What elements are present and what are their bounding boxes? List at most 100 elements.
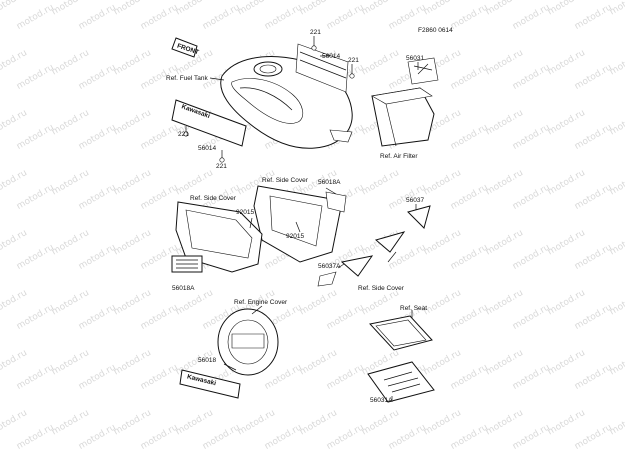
label-56018: 56018	[198, 357, 216, 364]
watermark-text: motod.ru	[511, 63, 552, 92]
watermark-text: motod.ru	[573, 243, 614, 272]
watermark-text: motod.ru	[573, 63, 614, 92]
watermark-text: motod.ru	[15, 243, 56, 272]
watermark-text: motod.ru	[263, 423, 304, 452]
watermark-text: motod.ru	[546, 408, 587, 437]
label-engine-cover: Ref. Engine Cover	[234, 299, 288, 306]
watermark-text: motod.ru	[174, 288, 215, 317]
label-side-cover-right: Ref. Side Cover	[262, 177, 309, 184]
watermark-text: motod.ru	[484, 288, 525, 317]
watermark-text: motod.ru	[15, 423, 56, 452]
kawasaki-decal-engine: Kawasaki	[179, 369, 241, 399]
watermark-text: motod.ru	[15, 63, 56, 92]
triangle-decals	[317, 205, 431, 287]
watermark-text: motod.ru	[50, 288, 91, 317]
watermark-text: motod.ru	[77, 3, 118, 32]
watermark-text: motod.ru	[511, 3, 552, 32]
watermark-text: motod.ru	[546, 108, 587, 137]
watermark-text: motod.ru	[50, 0, 91, 17]
label-221-a: 221	[310, 29, 321, 36]
label-221-c: 221	[178, 131, 189, 138]
watermark-text: motod.ru	[174, 168, 215, 197]
watermark-text: motod.ru	[484, 228, 525, 257]
watermark-text: motod.ru	[511, 303, 552, 332]
watermark-text: motod.ru	[360, 408, 401, 437]
air-filter-box	[371, 57, 439, 147]
watermark-text: motod.ru	[263, 3, 304, 32]
watermark-text: motod.ru	[387, 423, 428, 452]
label-seat: Ref. Seat	[400, 305, 427, 312]
watermark-text: motod.ru	[50, 228, 91, 257]
watermark-text: motod.ru	[77, 243, 118, 272]
watermark-text: motod.ru	[0, 168, 29, 197]
watermark-text: motod.ru	[112, 228, 153, 257]
label-221-b: 221	[348, 57, 359, 64]
watermark-text: motod.ru	[325, 3, 366, 32]
watermark-text: motod.ru	[201, 3, 242, 32]
watermark-text: motod.ru	[0, 228, 29, 257]
watermark-text: motod.ru	[511, 363, 552, 392]
watermark-text: motod.ru	[50, 408, 91, 437]
watermark-text: motod.ru	[449, 63, 490, 92]
label-92015-a: 92015	[236, 209, 254, 216]
watermark-text: motod.ru	[546, 0, 587, 17]
tank-decal-strip	[295, 43, 349, 93]
watermark-text: motod.ru	[15, 303, 56, 332]
watermark-text: motod.ru	[546, 48, 587, 77]
watermark-text: motod.ru	[422, 228, 463, 257]
watermark-text: motod.ru	[139, 123, 180, 152]
watermark-text: motod.ru	[15, 183, 56, 212]
watermark-text: motod.ru	[50, 348, 91, 377]
watermark-text: motod.ru	[0, 348, 29, 377]
watermark-text: motod.ru	[511, 423, 552, 452]
watermark-text: motod.ru	[449, 423, 490, 452]
figure-code: F2860 0614	[418, 27, 453, 34]
watermark-text: motod.ru	[0, 408, 29, 437]
watermark-text: motod.ru	[263, 363, 304, 392]
watermark-text: motod.ru	[325, 303, 366, 332]
side-cover-emblem	[171, 255, 203, 273]
watermark-text: motod.ru	[15, 363, 56, 392]
watermark-text: motod.ru	[0, 288, 29, 317]
label-side-cover-bottom: Ref. Side Cover	[358, 285, 405, 292]
watermark-text: motod.ru	[511, 183, 552, 212]
watermark-text: motod.ru	[573, 423, 614, 452]
watermark-text: motod.ru	[484, 48, 525, 77]
watermark-text: motod.ru	[174, 408, 215, 437]
watermark-text: motod.ru	[449, 123, 490, 152]
watermark-text: motod.ru	[449, 303, 490, 332]
watermark-text: motod.ru	[449, 243, 490, 272]
watermark-text: motod.ru	[15, 123, 56, 152]
watermark-text: motod.ru	[112, 288, 153, 317]
watermark-text: motod.ru	[298, 288, 339, 317]
label-fuel-tank: Ref. Fuel Tank	[166, 75, 209, 82]
side-cover-left	[175, 201, 263, 273]
watermark-text: motod.ru	[360, 288, 401, 317]
watermark-text: motod.ru	[50, 48, 91, 77]
watermark-text: motod.ru	[112, 108, 153, 137]
watermark-text: motod.ru	[77, 363, 118, 392]
seat-label-decal	[367, 361, 435, 403]
watermark-text: motod.ru	[573, 123, 614, 152]
watermark-text: motod.ru	[484, 0, 525, 17]
watermark-text: motod.ru	[360, 168, 401, 197]
label-56014-b: 56014	[198, 145, 216, 152]
watermark-text: motod.ru	[325, 423, 366, 452]
watermark-text: motod.ru	[484, 168, 525, 197]
clip-parts	[183, 45, 355, 163]
watermark-text: motod.ru	[298, 348, 339, 377]
watermark-text: motod.ru	[449, 3, 490, 32]
label-56018A-b: 56018A	[172, 285, 195, 292]
watermark-text: motod.ru	[449, 363, 490, 392]
watermark-text: motod.ru	[360, 0, 401, 17]
part-labels: 221 56014 221 56031 Ref. Air Filter Ref.…	[166, 29, 427, 404]
watermark-text: motod.ru	[174, 0, 215, 17]
watermark-text: motod.ru	[15, 3, 56, 32]
label-56037: 56037	[406, 197, 424, 204]
watermark-text: motod.ru	[325, 363, 366, 392]
watermark-text: motod.ru	[573, 363, 614, 392]
label-56014-a: 56014	[322, 53, 340, 60]
watermark-text: motod.ru	[236, 0, 277, 17]
